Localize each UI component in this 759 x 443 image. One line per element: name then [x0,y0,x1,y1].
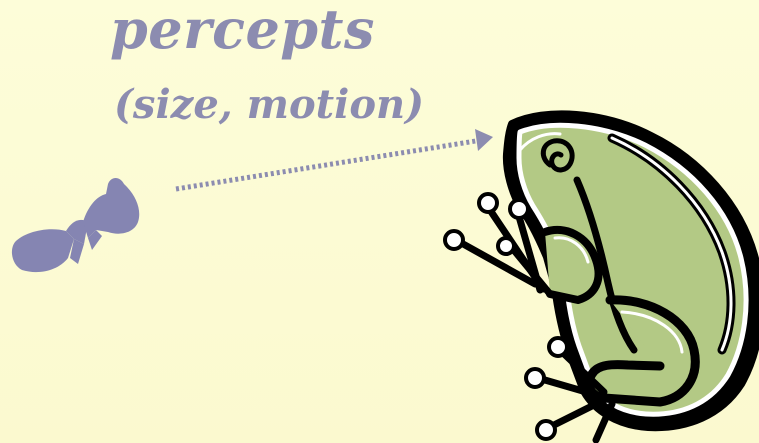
frog-icon [445,114,759,440]
butterfly-icon [12,178,139,272]
dotted-arrow-icon [176,129,493,189]
